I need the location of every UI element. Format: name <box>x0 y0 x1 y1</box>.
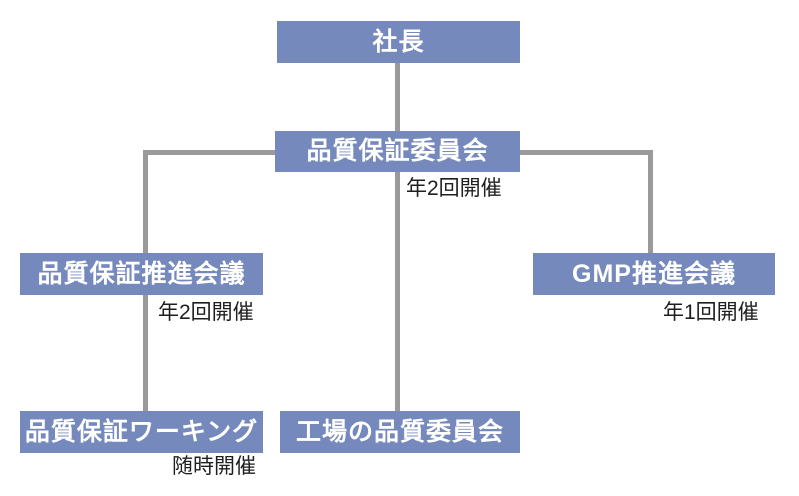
node-qa-committee: 品質保証委員会 <box>275 131 520 172</box>
connector-president-to-qa-committee <box>395 63 400 131</box>
node-gmp-promotion-meeting-label: GMP推進会議 <box>572 259 736 288</box>
caption-qa-promotion-meeting-frequency: 年2回開催 <box>158 301 254 324</box>
node-qa-working-label: 品質保証ワーキング <box>24 417 259 446</box>
caption-qa-committee-frequency: 年2回開催 <box>406 177 502 200</box>
node-qa-promotion-meeting: 品質保証推進会議 <box>20 253 263 295</box>
node-qa-promotion-meeting-label: 品質保証推進会議 <box>37 259 246 288</box>
connector-to-qa-working <box>143 295 148 411</box>
node-gmp-promotion-meeting: GMP推進会議 <box>533 253 775 295</box>
node-factory-quality-committee-label: 工場の品質委員会 <box>295 417 504 446</box>
connector-to-factory-quality-committee <box>395 172 400 411</box>
node-factory-quality-committee: 工場の品質委員会 <box>280 411 520 453</box>
node-qa-working: 品質保証ワーキング <box>20 411 263 453</box>
caption-gmp-promotion-meeting-frequency: 年1回開催 <box>663 301 759 324</box>
node-president: 社長 <box>277 21 520 63</box>
caption-qa-working-frequency: 随時開催 <box>172 455 256 478</box>
connector-to-qa-promotion-meeting <box>143 150 148 253</box>
connector-to-gmp-promotion-meeting <box>648 150 653 253</box>
node-president-label: 社長 <box>372 27 425 56</box>
node-qa-committee-label: 品質保証委員会 <box>306 137 489 165</box>
